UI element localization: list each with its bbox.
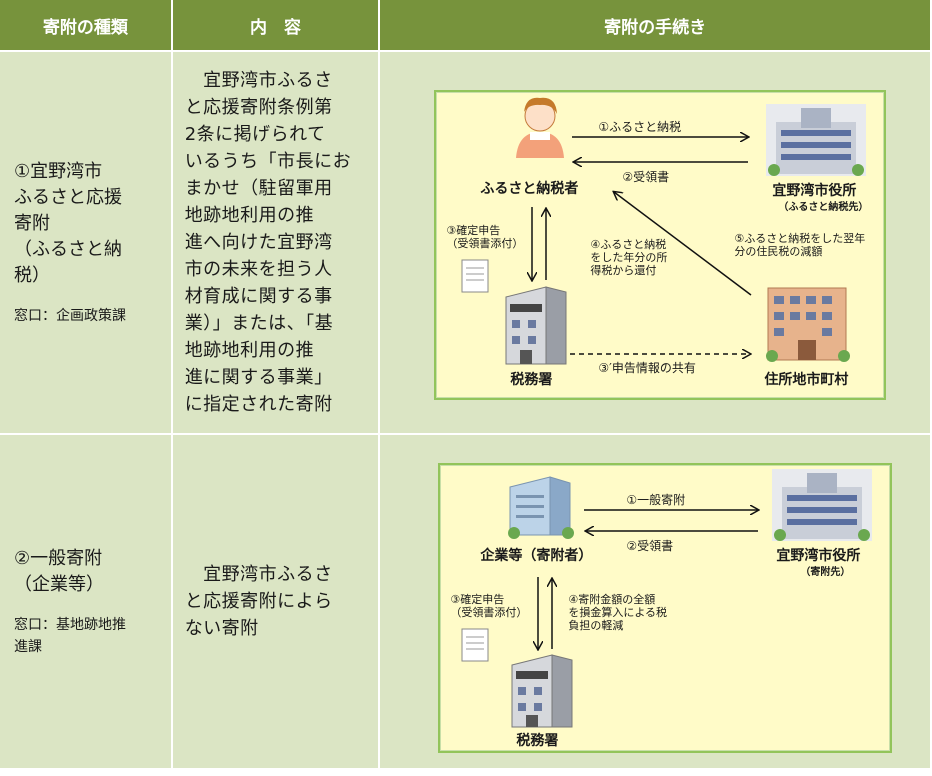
step4-label: ④ふるさと納税 をした年分の所 得税から還付: [590, 238, 668, 277]
procedure-cell: ふるさと納税者 宜野湾市役所 （ふるさと納税先） 税務署 住所地市町村 ①ふるさ…: [380, 52, 932, 435]
donor-label: 企業等（寄附者）: [480, 548, 593, 564]
type-cell: ②一般寄附 （企業等） 窓口：基地跡地推 進課: [0, 435, 173, 770]
content-cell: 宜野湾市ふるさ と応援寄附条例第 2条に掲げられて いるうち「市長にお まかせ（…: [172, 52, 381, 435]
diagram-graphics: [461, 469, 873, 728]
contact-window: 窓口：基地跡地推 進課: [14, 616, 126, 655]
step1-label: ①ふるさと納税: [598, 120, 682, 134]
city-sublabel: （ふるさと納税先）: [778, 202, 869, 213]
header-procedure: 寄附の手続き: [380, 0, 932, 52]
step3-label: ③確定申告 （受領書添付）: [450, 593, 528, 619]
step4-label: ④寄附金額の全額 を損金算入による税 負担の軽減: [568, 593, 668, 632]
tax-office-icon: [511, 654, 573, 728]
step1-label: ①一般寄附: [626, 493, 686, 507]
header-row: 寄附の種類 内 容 寄附の手続き: [0, 0, 932, 52]
type-cell: ①宜野湾市 ふるさと応援 寄附 （ふるさと納 税） 窓口：企画政策課: [0, 52, 173, 435]
diagram-graphics: [461, 97, 867, 365]
residence-label: 住所地市町村: [764, 372, 849, 388]
step2-label: ②受領書: [626, 539, 674, 553]
content-text: 宜野湾市ふるさ と応援寄附によら ない寄附: [184, 564, 333, 639]
step3b-label: ③′申告情報の共有: [598, 361, 696, 375]
procedure-cell: 企業等（寄附者） 宜野湾市役所 （寄附先） 税務署 ①一般寄附 ②受領書 ③確定…: [380, 435, 932, 770]
procedure-diagram: ふるさと納税者 宜野湾市役所 （ふるさと納税先） 税務署 住所地市町村 ①ふるさ…: [434, 90, 887, 400]
donor-label: ふるさと納税者: [480, 181, 579, 197]
contact-window: 窓口：企画政策課: [14, 307, 126, 324]
table-row: ②一般寄附 （企業等） 窓口：基地跡地推 進課 宜野湾市ふるさ と応援寄附によら…: [0, 435, 932, 770]
donation-type-title: ①宜野湾市 ふるさと応援 寄附 （ふるさと納 税）: [14, 160, 122, 286]
arrow-step5: [614, 192, 752, 296]
tax-office-label: 税務署: [516, 733, 559, 749]
content-cell: 宜野湾市ふるさ と応援寄附によら ない寄附: [172, 435, 381, 770]
city-sublabel: （寄附先）: [800, 567, 851, 578]
tax-office-icon: [505, 286, 567, 365]
header-type: 寄附の種類: [0, 0, 173, 52]
table-row: ①宜野湾市 ふるさと応援 寄附 （ふるさと納 税） 窓口：企画政策課 宜野湾市ふ…: [0, 52, 932, 435]
step3-label: ③確定申告 （受領書添付）: [446, 224, 524, 250]
company-building-icon: [508, 476, 575, 539]
tax-office-label: 税務署: [510, 372, 553, 388]
step2-label: ②受領書: [622, 170, 670, 184]
person-icon: [516, 97, 565, 158]
city-hall-icon: [766, 104, 867, 176]
donation-type-title: ②一般寄附 （企業等）: [14, 547, 104, 595]
municipal-building-icon: [766, 287, 851, 362]
document-icon: [461, 259, 489, 293]
document-icon: [461, 628, 489, 662]
procedure-diagram: 企業等（寄附者） 宜野湾市役所 （寄附先） 税務署 ①一般寄附 ②受領書 ③確定…: [438, 463, 893, 753]
city-label: 宜野湾市役所: [776, 548, 861, 564]
city-label: 宜野湾市役所: [772, 183, 857, 199]
step5-label: ⑤ふるさと納税をした翌年 分の住民税の減額: [734, 232, 866, 258]
header-content: 内 容: [172, 0, 381, 52]
content-text: 宜野湾市ふるさ と応援寄附条例第 2条に掲げられて いるうち「市長にお まかせ（…: [184, 70, 352, 415]
city-hall-icon: [772, 469, 873, 541]
